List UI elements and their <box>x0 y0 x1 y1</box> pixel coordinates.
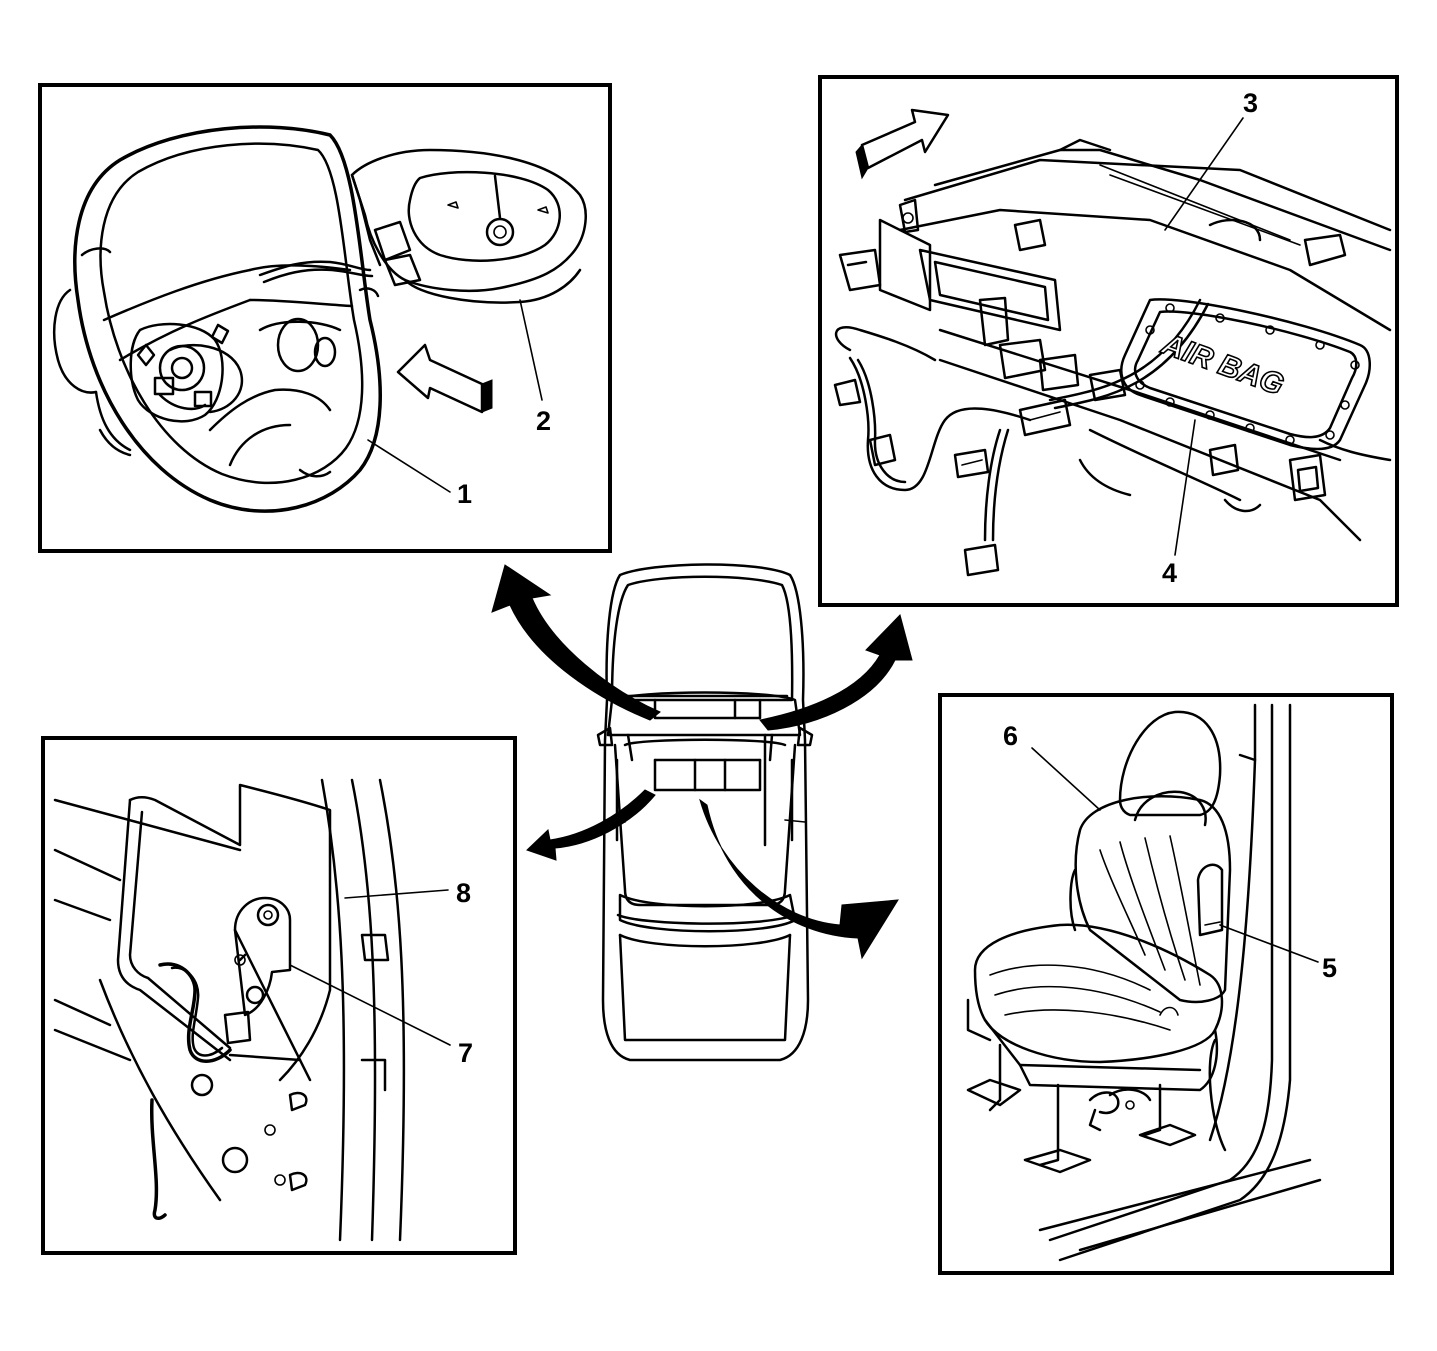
callout-7-leader <box>289 964 451 1046</box>
view-direction-arrow-icon <box>855 108 950 180</box>
callout-6-leader <box>1031 747 1101 811</box>
callout-3: 3 <box>1243 88 1258 118</box>
callout-5-leader <box>1219 924 1319 963</box>
callout-2-leader <box>519 299 543 401</box>
curved-pointer-arrow-icon <box>759 614 913 731</box>
airbag-stencil-text: AIR BAG <box>1157 327 1288 402</box>
curved-pointer-arrow-icon <box>526 789 656 861</box>
steering-wheel-illustration <box>52 125 587 513</box>
callout-1: 1 <box>457 479 472 509</box>
vehicle-top-view <box>596 563 814 1062</box>
callout-5: 5 <box>1322 953 1337 983</box>
callout-2: 2 <box>536 406 551 436</box>
curved-pointer-arrow-icon <box>699 798 899 960</box>
callout-8-leader <box>344 889 449 899</box>
callout-3-leader <box>1164 117 1244 231</box>
airbag-cover-bolts <box>1135 303 1360 445</box>
seat-illustration <box>966 703 1322 1262</box>
callout-4-leader <box>1174 419 1196 556</box>
instrument-panel-illustration: AIR BAG <box>833 138 1392 577</box>
door-sensor-illustration <box>53 778 406 1242</box>
seat-panel: 5 6 <box>938 693 1394 1275</box>
curved-pointer-arrow-icon <box>491 564 661 721</box>
steering-wheel-panel: 1 2 <box>38 83 612 553</box>
callout-1-leader <box>367 439 451 493</box>
callout-6: 6 <box>1003 721 1018 751</box>
instrument-panel-panel: AIR BAG 3 4 <box>818 75 1399 607</box>
door-sensor-panel: 7 8 <box>41 736 517 1255</box>
view-direction-arrow-icon <box>396 343 493 414</box>
callout-4: 4 <box>1162 558 1177 588</box>
callout-8: 8 <box>456 878 471 908</box>
callout-7: 7 <box>458 1038 473 1068</box>
